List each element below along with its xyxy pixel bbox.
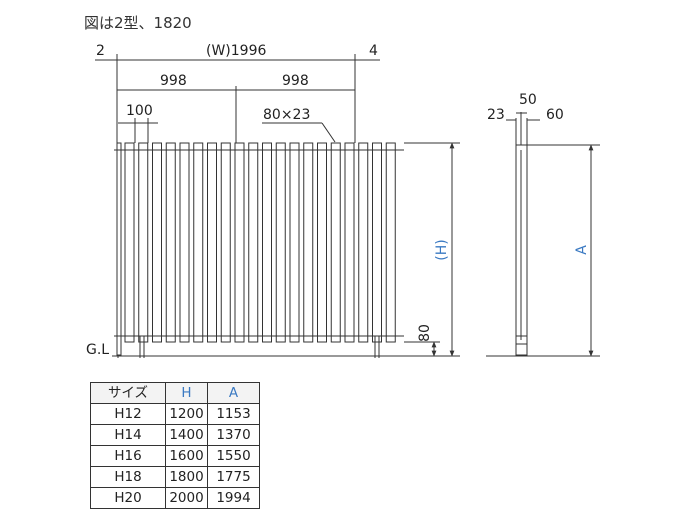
side-60-label: 60 [546, 107, 564, 123]
slat [262, 142, 272, 343]
slat-leader-diag [321, 122, 336, 143]
height-label: (H) [434, 239, 450, 260]
table-cell-a: 1153 [207, 403, 260, 425]
slat [330, 142, 341, 343]
side-height-label: A [574, 245, 590, 255]
right-offset-label: 4 [369, 43, 378, 59]
slat [358, 142, 369, 343]
slat [248, 142, 259, 343]
side-50-label: 50 [519, 92, 537, 108]
slat [303, 142, 314, 343]
figure-caption: 図は2型、1820 [84, 14, 192, 32]
side-post-foot [515, 335, 528, 345]
col-header-a: A [207, 382, 260, 404]
slat [193, 142, 204, 343]
bottom-gap-label: 80 [417, 324, 433, 342]
slat [372, 142, 382, 343]
slat [138, 142, 149, 343]
size-table: サイズ H A H12 1200 1153 H14 1400 1370 H16 … [90, 382, 260, 509]
slat-size-label: 80×23 [263, 107, 310, 123]
slat [385, 142, 396, 343]
slat [152, 142, 162, 343]
slat [179, 142, 190, 343]
table-cell-a: 1994 [207, 487, 260, 509]
table-cell-size: H14 [90, 424, 166, 446]
slat-group [124, 142, 396, 343]
slat [344, 142, 355, 343]
half-right-label: 998 [282, 73, 309, 89]
table-cell-size: H18 [90, 466, 166, 488]
side-view [486, 112, 600, 357]
table-cell-size: H20 [90, 487, 166, 509]
slat [317, 142, 327, 343]
side-post [515, 144, 528, 356]
table-cell-size: H16 [90, 445, 166, 467]
table-cell-a: 1775 [207, 466, 260, 488]
table-cell-h: 2000 [165, 487, 208, 509]
table-cell-size: H12 [90, 403, 166, 425]
col-header-h: H [165, 382, 208, 404]
table-cell-h: 1400 [165, 424, 208, 446]
table-row: H14 1400 1370 [90, 424, 260, 446]
half-left-label: 998 [160, 73, 187, 89]
slat [220, 142, 231, 343]
table-row: H20 2000 1994 [90, 487, 260, 509]
table-row: H18 1800 1775 [90, 466, 260, 488]
slat [275, 142, 286, 343]
size-table-header: サイズ H A [90, 382, 260, 404]
left-offset-label: 2 [96, 43, 105, 59]
slat [289, 142, 300, 343]
table-cell-a: 1550 [207, 445, 260, 467]
side-23-label: 23 [487, 107, 505, 123]
table-cell-h: 1200 [165, 403, 208, 425]
slat [124, 142, 135, 343]
total-width-label: (W)1996 [206, 43, 266, 59]
col-header-size: サイズ [90, 382, 166, 404]
table-row: H12 1200 1153 [90, 403, 260, 425]
slat [207, 142, 217, 343]
front-view [95, 54, 460, 358]
table-cell-h: 1800 [165, 466, 208, 488]
post-left [116, 142, 122, 356]
ground-line-label: G.L [86, 342, 109, 358]
gap-label: 100 [126, 103, 153, 119]
table-cell-h: 1600 [165, 445, 208, 467]
table-row: H16 1600 1550 [90, 445, 260, 467]
slat [234, 142, 245, 343]
table-cell-a: 1370 [207, 424, 260, 446]
slat [165, 142, 176, 343]
